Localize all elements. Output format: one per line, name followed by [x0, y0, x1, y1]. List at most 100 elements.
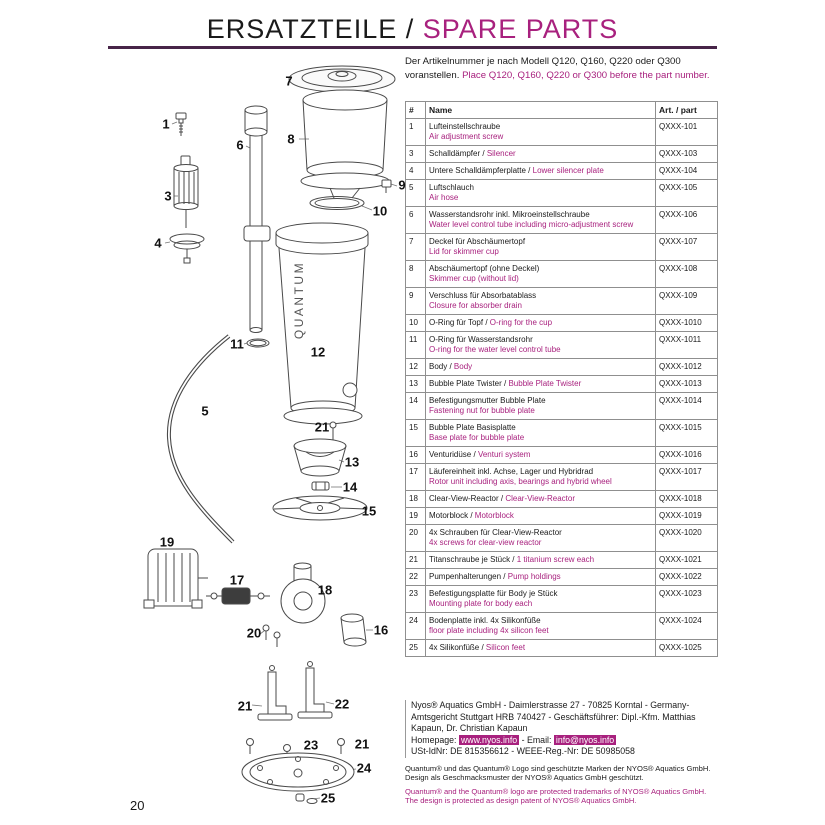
row-name: Motorblock / Motorblock	[425, 507, 656, 525]
name-de: Wasserstandsrohr inkl. Mikroeinstellschr…	[429, 210, 590, 219]
row-part-number: QXXX-104	[655, 162, 718, 180]
row-name: Clear-View-Reactor / Clear-View-Reactor	[425, 490, 656, 508]
row-name: Untere Schalldämpferplatte / Lower silen…	[425, 162, 656, 180]
row-name: Titanschraube je Stück / 1 titanium scre…	[425, 551, 656, 569]
row-name: O-Ring für Topf / O-ring for the cup	[425, 314, 656, 332]
row-part-number: QXXX-1013	[655, 375, 718, 393]
email-link[interactable]: info@nyos.info	[553, 734, 617, 745]
name-en: Closure for absorber drain	[429, 301, 522, 310]
row-name: Pumpenhalterungen / Pump holdings	[425, 568, 656, 586]
name-en: Venturi system	[477, 450, 531, 459]
part-oring-cup	[309, 196, 365, 210]
row-part-number: QXXX-1017	[655, 463, 718, 491]
trademark-notice-de: Quantum® und das Quantum® Logo sind gesc…	[405, 763, 711, 783]
row-name: Body / Body	[425, 358, 656, 376]
name-de: Body	[429, 362, 448, 371]
name-en: Fastening nut for bubble plate	[429, 406, 535, 415]
column-header-part: Art. / part	[655, 101, 718, 119]
name-en: O-ring for the cup	[489, 318, 553, 327]
name-de: Untere Schalldämpferplatte	[429, 166, 526, 175]
row-part-number: QXXX-109	[655, 287, 718, 315]
row-name: Bubble Plate Twister / Bubble Plate Twis…	[425, 375, 656, 393]
row-part-number: QXXX-103	[655, 145, 718, 163]
part-air-hose	[166, 334, 235, 544]
row-part-number: QXXX-1015	[655, 419, 718, 447]
table-header-row: # Name Art. / part	[405, 101, 718, 119]
name-de: 4x Silikonfüße	[429, 643, 480, 652]
name-de: O-Ring für Topf	[429, 318, 484, 327]
name-en: Base plate for bubble plate	[429, 433, 525, 442]
name-de: O-Ring für Wasserstandsrohr	[429, 335, 533, 344]
name-de: Deckel für Abschäumertopf	[429, 237, 526, 246]
part-lower-silencer-plate	[169, 233, 205, 264]
row-part-number: QXXX-101	[655, 118, 718, 146]
row-part-number: QXXX-106	[655, 206, 718, 234]
row-part-number: QXXX-1021	[655, 551, 718, 569]
row-part-number: QXXX-107	[655, 233, 718, 261]
name-en: Water level control tube including micro…	[429, 220, 634, 229]
name-de: Befestigungsplatte für Body je Stück	[429, 589, 558, 598]
name-de: Verschluss für Absorbatablass	[429, 291, 537, 300]
name-de: Pumpenhalterungen	[429, 572, 502, 581]
row-part-number: QXXX-1019	[655, 507, 718, 525]
row-part-number: QXXX-1014	[655, 392, 718, 420]
part-reactor-screws	[262, 624, 281, 647]
intro-de: Der Artikelnummer je nach Modell Q120, Q…	[405, 56, 681, 81]
name-en: 4x screws for clear-view reactor	[429, 538, 542, 547]
body-brand-text: QUANTUM	[292, 261, 306, 339]
name-de: Bubble Plate Basisplatte	[429, 423, 516, 432]
homepage-link[interactable]: www.nyos.info	[458, 734, 520, 745]
row-part-number: QXXX-1023	[655, 585, 718, 613]
row-part-number: QXXX-108	[655, 260, 718, 288]
company-address: Nyos® Aquatics GmbH - Daimlerstrasse 27 …	[405, 700, 718, 758]
row-name: Venturidüse / Venturi system	[425, 446, 656, 464]
name-de: Luftschlauch	[429, 183, 474, 192]
part-titanium-screw-upper	[329, 421, 337, 441]
part-water-level-tube	[244, 105, 268, 333]
row-name: Wasserstandsrohr inkl. Mikroeinstellschr…	[425, 206, 656, 234]
row-part-number: QXXX-105	[655, 179, 718, 207]
name-en: Mounting plate for body each	[429, 599, 533, 608]
row-part-number: QXXX-1025	[655, 639, 718, 657]
email-label: - Email:	[519, 734, 554, 745]
row-part-number: QXXX-1024	[655, 612, 718, 640]
homepage-label: Homepage:	[411, 734, 459, 745]
name-en: Silicon feet	[485, 643, 526, 652]
part-oring-tube	[246, 338, 270, 348]
name-en: Air adjustment screw	[429, 132, 504, 141]
row-name: Schalldämpfer / Silencer	[425, 145, 656, 163]
exploded-diagram: QUANTUM	[143, 65, 398, 804]
row-name: Läufereinheit inkl. Achse, Lager und Hyb…	[425, 463, 656, 491]
part-rotor-unit	[206, 587, 270, 605]
row-part-number: QXXX-1018	[655, 490, 718, 508]
intro-paragraph: Der Artikelnummer je nach Modell Q120, Q…	[405, 55, 718, 82]
part-clear-view-reactor	[280, 562, 326, 624]
name-en: Motorblock	[474, 511, 514, 520]
